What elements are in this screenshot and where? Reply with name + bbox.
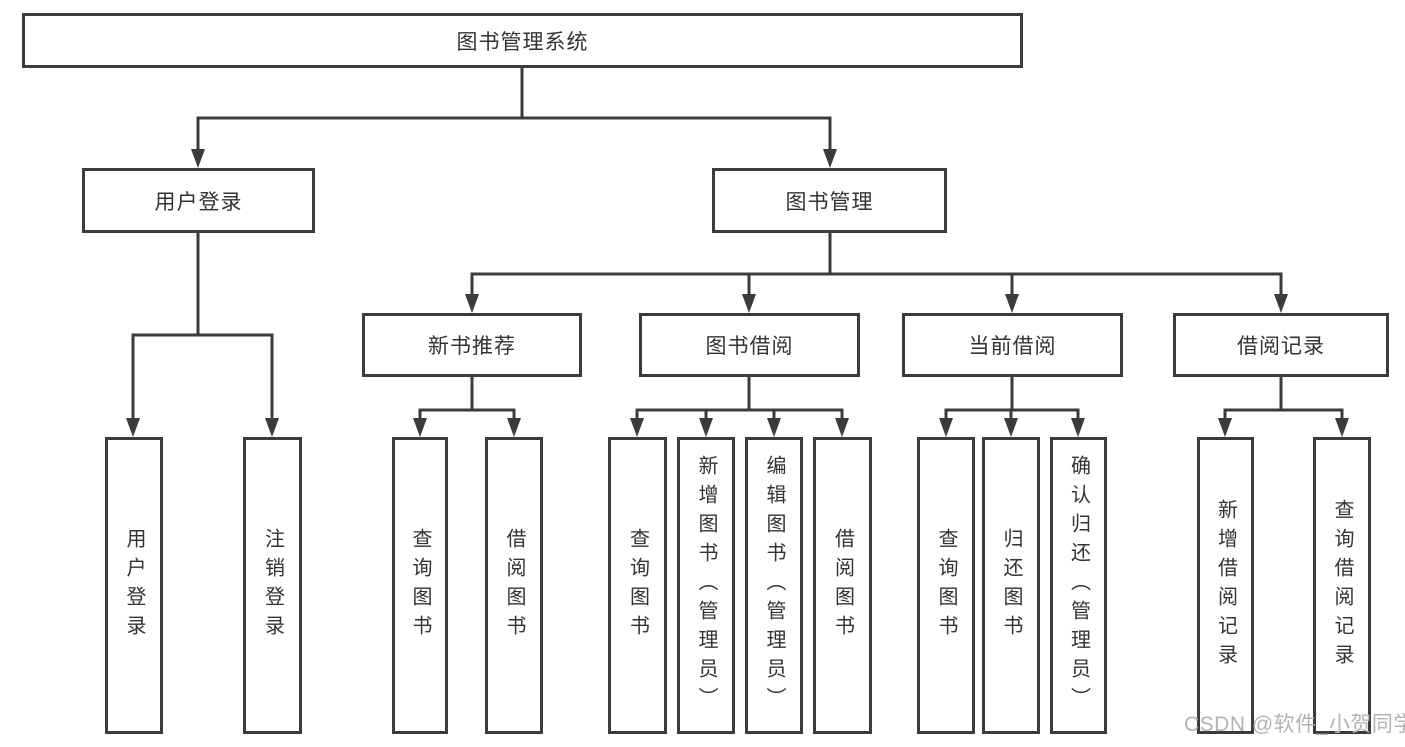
connector-borrow-records xyxy=(1223,375,1344,419)
leaf-query-book-current: 查询图书 xyxy=(917,437,975,734)
node-new-book-recommend: 新书推荐 xyxy=(362,313,582,377)
leaf-query-book-recommend: 查询图书 xyxy=(392,437,448,734)
node-current-borrow-label: 当前借阅 xyxy=(968,335,1057,358)
leaf-edit-book-admin: 编辑图书（管理员） xyxy=(745,437,803,734)
connector-root xyxy=(196,66,832,150)
leaf-query-borrow-record: 查询借阅记录 xyxy=(1313,437,1371,734)
connector-book-management xyxy=(470,231,1283,295)
node-book-borrow: 图书借阅 xyxy=(639,313,860,377)
node-user-login-label: 用户登录 xyxy=(154,190,243,214)
leaf-return-book: 归还图书 xyxy=(982,437,1040,734)
leaf-user-login-label: 用户登录 xyxy=(123,527,145,644)
leaf-logout-label: 注销登录 xyxy=(261,527,284,644)
leaf-add-borrow-record-label: 新增借阅记录 xyxy=(1214,498,1237,673)
leaf-confirm-return-admin: 确认归还（管理员） xyxy=(1050,437,1107,734)
leaf-edit-book-admin-label: 编辑图书（管理员） xyxy=(763,455,785,716)
node-current-borrow: 当前借阅 xyxy=(902,313,1123,377)
arrowheads xyxy=(126,149,1349,437)
watermark: CSDN @软件_小贺同学 xyxy=(1184,713,1405,736)
leaf-return-book-label: 归还图书 xyxy=(1000,527,1022,644)
leaf-logout: 注销登录 xyxy=(243,437,302,734)
node-book-management: 图书管理 xyxy=(712,168,947,233)
node-borrow-records-label: 借阅记录 xyxy=(1237,335,1325,358)
leaf-query-book-borrow-label: 查询图书 xyxy=(626,527,649,644)
connector-book-borrow xyxy=(635,375,844,419)
node-root-label: 图书管理系统 xyxy=(456,30,589,54)
leaf-query-book-recommend-label: 查询图书 xyxy=(409,527,431,644)
leaf-add-book-admin: 新增图书（管理员） xyxy=(677,437,735,734)
leaf-add-borrow-record: 新增借阅记录 xyxy=(1197,437,1254,734)
leaf-add-book-admin-label: 新增图书（管理员） xyxy=(695,455,717,716)
leaf-user-login: 用户登录 xyxy=(105,437,163,734)
connector-user-login xyxy=(131,231,274,419)
leaf-query-borrow-record-label: 查询借阅记录 xyxy=(1331,498,1353,673)
leaf-borrow-book: 借阅图书 xyxy=(813,437,872,734)
leaf-query-book-current-label: 查询图书 xyxy=(935,527,957,644)
leaf-borrow-book-recommend-label: 借阅图书 xyxy=(503,527,525,644)
connector-current-borrow xyxy=(944,375,1080,419)
node-root: 图书管理系统 xyxy=(22,13,1023,68)
node-borrow-records: 借阅记录 xyxy=(1173,313,1389,377)
leaf-borrow-book-label: 借阅图书 xyxy=(831,527,854,644)
node-book-borrow-label: 图书借阅 xyxy=(705,335,794,358)
leaf-query-book-borrow: 查询图书 xyxy=(608,437,667,734)
node-new-book-recommend-label: 新书推荐 xyxy=(428,335,516,358)
leaf-borrow-book-recommend: 借阅图书 xyxy=(485,437,543,734)
leaf-confirm-return-admin-label: 确认归还（管理员） xyxy=(1067,455,1090,716)
node-book-management-label: 图书管理 xyxy=(785,190,874,214)
node-user-login: 用户登录 xyxy=(82,168,315,233)
connector-new-book-recommend xyxy=(418,375,516,419)
